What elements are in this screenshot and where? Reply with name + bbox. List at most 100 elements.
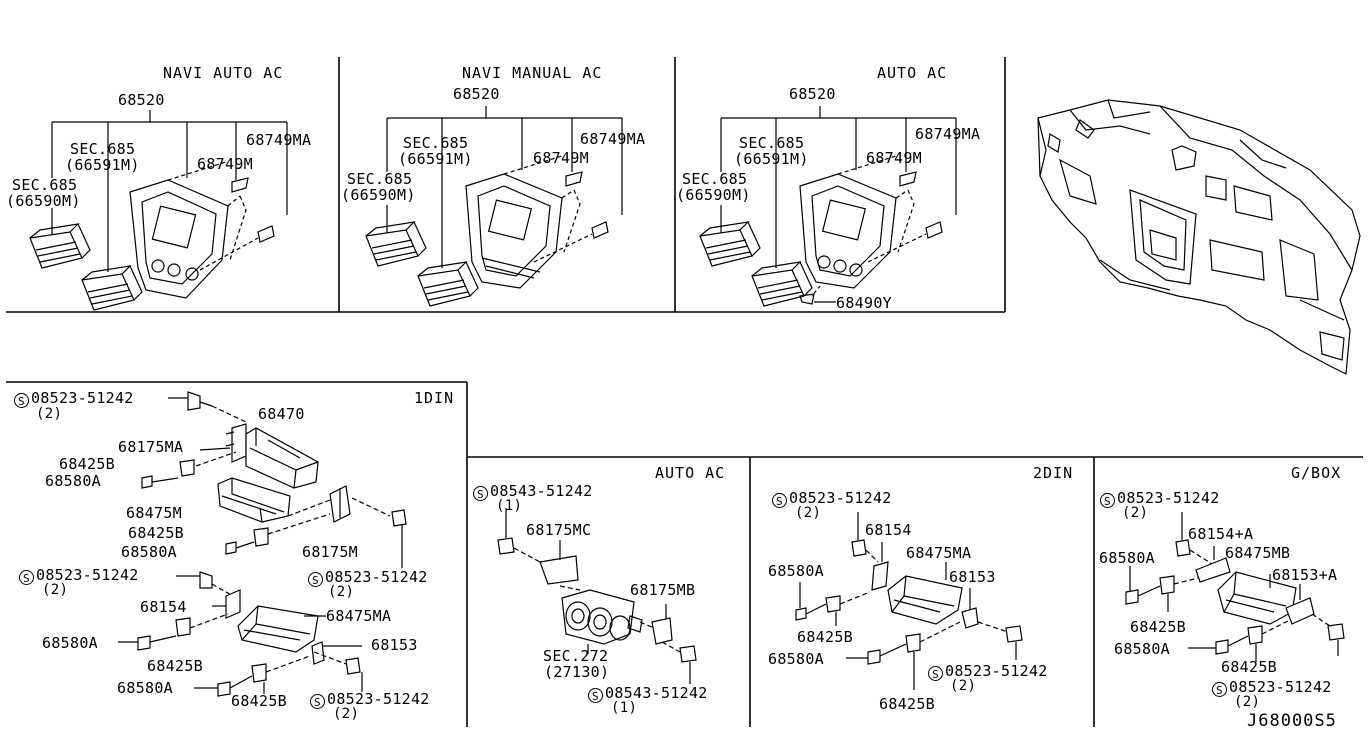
part-label: 68749M <box>533 149 589 167</box>
qty-label: (2) <box>333 706 360 722</box>
panel-title-2din: 2DIN <box>1033 464 1074 482</box>
part-label: 68475MB <box>1225 544 1291 562</box>
qty-label: (2) <box>1122 505 1149 521</box>
part-label: 68425B <box>879 695 935 713</box>
part-label: 68175MC <box>526 521 592 539</box>
qty-label: (1) <box>496 498 523 514</box>
part-label: 68580A <box>121 543 177 561</box>
part-label: 68425B <box>147 657 203 675</box>
bolt-symbol-icon: S <box>1100 493 1115 508</box>
part-label: SEC.685 <box>403 134 469 152</box>
part-label: 68475MA <box>326 607 392 625</box>
panel-borders <box>6 57 1363 727</box>
part-label: 68175MB <box>630 581 696 599</box>
part-label: 68490Y <box>836 294 892 312</box>
part-label: SEC.685 <box>739 134 805 152</box>
qty-label: (2) <box>42 582 69 598</box>
navi-manual-ac-drawing <box>366 106 622 306</box>
part-label: 68475MA <box>906 544 972 562</box>
bolt-symbol-icon: S <box>473 486 488 501</box>
part-label: (66590M) <box>676 186 751 204</box>
part-label: 68425B <box>231 692 287 710</box>
part-label: 68749M <box>866 149 922 167</box>
panel-title-1din: 1DIN <box>414 389 455 407</box>
part-label: 68749M <box>197 155 253 173</box>
bolt-symbol-icon: S <box>588 688 603 703</box>
bolt-symbol-icon: S <box>310 694 325 709</box>
bolt-symbol-icon: S <box>14 393 29 408</box>
din2-drawing <box>796 512 1022 690</box>
diagram-code: J68000S5 <box>1247 711 1337 731</box>
panel-title-gbox: G/BOX <box>1291 464 1342 482</box>
panel-title-navi-manual-ac: NAVI MANUAL AC <box>462 64 603 82</box>
part-label: 68580A <box>42 634 98 652</box>
part-label: 68580A <box>45 472 101 490</box>
part-label: 68154 <box>865 521 912 539</box>
panel-title-navi-auto-ac: NAVI AUTO AC <box>163 64 284 82</box>
part-label: 68425B <box>59 455 115 473</box>
part-label: (66591M) <box>734 150 809 168</box>
part-label: 68425B <box>1221 658 1277 676</box>
part-label: 68153 <box>949 568 996 586</box>
part-label: 68425B <box>1130 618 1186 636</box>
panel-title-auto-ac-top: AUTO AC <box>877 64 948 82</box>
qty-label: (1) <box>611 700 638 716</box>
part-label: 68475M <box>126 504 182 522</box>
qty-label: (2) <box>36 406 63 422</box>
part-label: (66591M) <box>65 156 140 174</box>
navi-auto-ac-drawing <box>30 110 287 310</box>
part-label: 68153 <box>371 636 418 654</box>
bolt-symbol-icon: S <box>772 493 787 508</box>
qty-label: (2) <box>1234 694 1261 710</box>
part-label: SEC.685 <box>347 170 413 188</box>
din1-drawing <box>118 392 406 696</box>
part-label: 68520 <box>118 91 165 109</box>
part-label: 68425B <box>128 524 184 542</box>
bolt-symbol-icon: S <box>19 570 34 585</box>
panel-title-auto-ac-bottom: AUTO AC <box>655 464 726 482</box>
part-label: SEC.685 <box>682 170 748 188</box>
part-label: 68520 <box>453 85 500 103</box>
part-label: 68175M <box>302 543 358 561</box>
part-label: 68580A <box>768 650 824 668</box>
part-label: (66590M) <box>341 186 416 204</box>
qty-label: (2) <box>328 584 355 600</box>
bolt-symbol-icon: S <box>928 666 943 681</box>
bolt-symbol-icon: S <box>1212 682 1227 697</box>
part-label: 68749MA <box>580 130 646 148</box>
auto-ac-bottom-drawing <box>498 508 696 684</box>
dashboard-drawing <box>1038 100 1360 374</box>
part-label: 68749MA <box>915 125 981 143</box>
part-label: 68425B <box>797 628 853 646</box>
qty-label: (2) <box>795 505 822 521</box>
part-label: 68154+A <box>1188 525 1254 543</box>
part-label: 68520 <box>789 85 836 103</box>
part-label: (66591M) <box>398 150 473 168</box>
part-label: 68580A <box>1099 549 1155 567</box>
part-label: 68175MA <box>118 438 184 456</box>
part-label: 68580A <box>768 562 824 580</box>
part-label: 68749MA <box>246 131 312 149</box>
part-label: (27130) <box>544 663 610 681</box>
part-label: SEC.685 <box>12 176 78 194</box>
bolt-symbol-icon: S <box>308 572 323 587</box>
auto-ac-top-drawing <box>700 106 956 306</box>
part-label: 68470 <box>258 405 305 423</box>
part-label: 68153+A <box>1272 566 1338 584</box>
part-label: 68580A <box>1114 640 1170 658</box>
part-label: 68154 <box>140 598 187 616</box>
qty-label: (2) <box>950 678 977 694</box>
part-label: SEC.272 <box>543 647 609 665</box>
